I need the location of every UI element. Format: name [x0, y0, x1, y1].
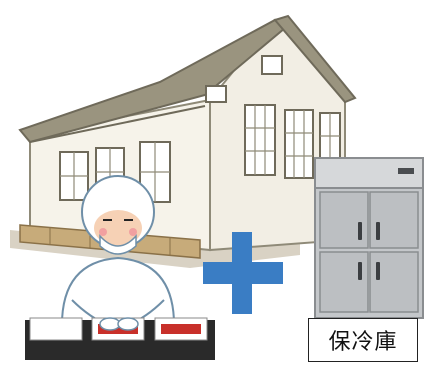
worker-icon — [25, 175, 215, 360]
refrigerator-label: 保冷庫 — [308, 318, 418, 362]
building-icon — [10, 14, 357, 268]
refrigerator-icon — [314, 157, 424, 319]
plus-icon — [203, 232, 283, 314]
